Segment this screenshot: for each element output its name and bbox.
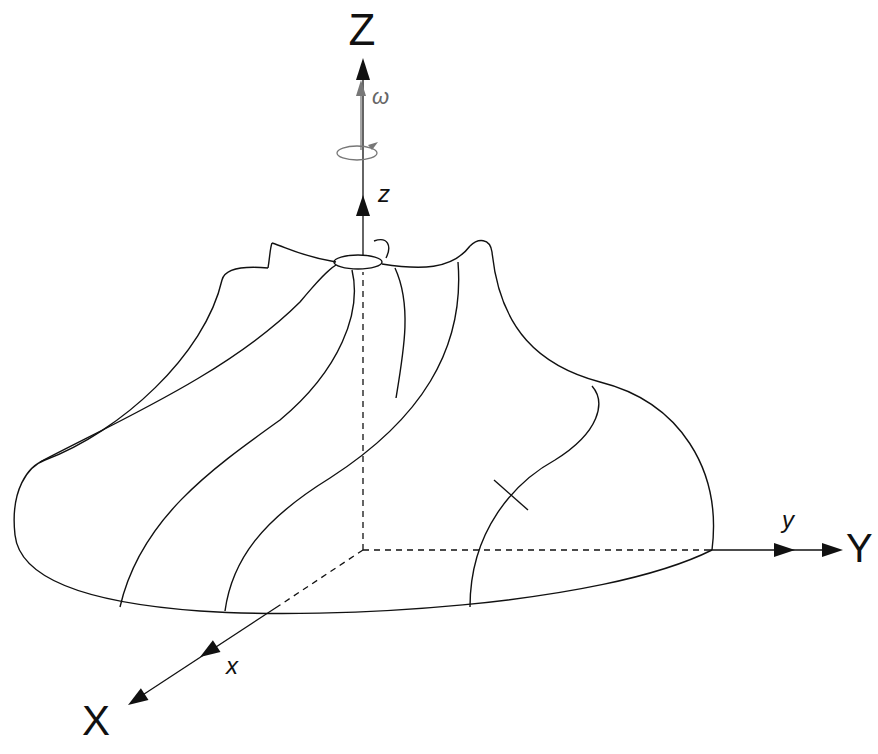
axis-name: Y (846, 528, 873, 568)
angular-velocity-label: ω (372, 86, 389, 108)
axis-label: x (226, 654, 238, 678)
blade-tip (268, 243, 272, 268)
axis-line (132, 605, 280, 702)
blade (225, 262, 459, 611)
blade-edge (494, 480, 528, 510)
axis-line (362, 272, 363, 550)
axis-name: X (82, 700, 110, 742)
blade (470, 386, 599, 607)
axis-line (363, 549, 710, 550)
arrowhead (128, 688, 149, 705)
arrowhead (774, 543, 795, 557)
axis-label: y (782, 508, 794, 532)
blade-tip (374, 240, 389, 258)
arrowhead (356, 195, 370, 216)
blade (395, 268, 405, 398)
blade-tip (272, 243, 336, 262)
arrowhead (822, 543, 843, 557)
arrowhead (356, 80, 366, 96)
blade (120, 270, 354, 607)
arrowhead (356, 58, 370, 80)
axis-line (280, 550, 363, 605)
right-silhouette (470, 241, 713, 550)
hub (334, 255, 382, 269)
left-silhouette (14, 267, 268, 535)
arrowhead (200, 640, 221, 657)
rotation-symbol (337, 80, 378, 160)
arrowhead (368, 142, 378, 150)
axis-label: z (378, 182, 390, 206)
axes (128, 58, 843, 705)
omega-arrow (360, 88, 361, 150)
blade (40, 265, 336, 462)
impeller-body (14, 240, 713, 614)
axis-name: Z (349, 8, 376, 52)
blade (382, 246, 470, 267)
